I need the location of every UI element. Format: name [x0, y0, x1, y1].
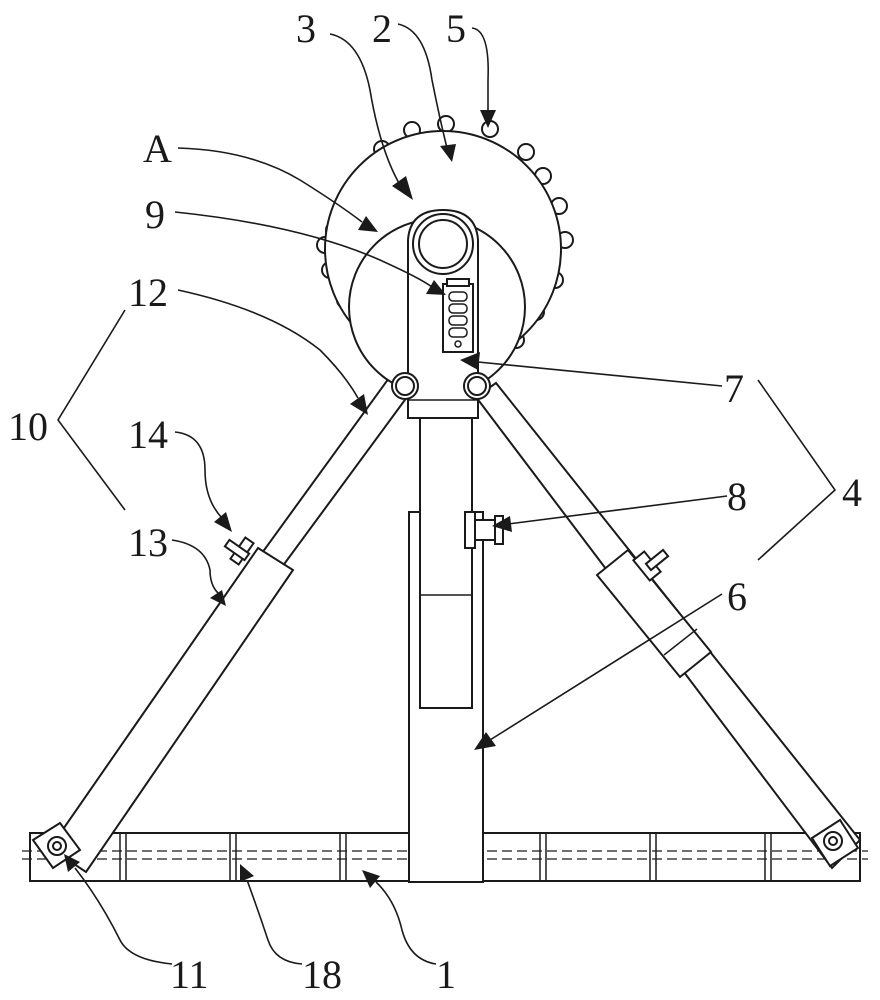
vertical-column	[408, 417, 484, 883]
label-12: 12	[128, 270, 168, 315]
label-6: 6	[727, 574, 747, 619]
label-5: 5	[446, 6, 466, 51]
leader-lines	[57, 23, 837, 965]
label-a: A	[143, 126, 172, 171]
label-8: 8	[727, 474, 747, 519]
label-4: 4	[842, 470, 862, 515]
clamp-screw	[464, 511, 504, 549]
label-1: 1	[436, 952, 456, 997]
label-3: 3	[296, 6, 316, 51]
right-brace	[474, 381, 862, 870]
label-13: 13	[128, 520, 168, 565]
left-brace	[31, 376, 412, 874]
label-2: 2	[372, 6, 392, 51]
label-10: 10	[8, 404, 48, 449]
label-7: 7	[724, 366, 744, 411]
label-11: 11	[170, 952, 209, 997]
support-arm	[391, 208, 491, 419]
part-labels: 3 2 5 A 9 12 10 14 13 7 8 4 6 11 18 1	[8, 6, 862, 997]
label-14: 14	[128, 412, 168, 457]
label-18: 18	[302, 952, 342, 997]
label-9: 9	[145, 192, 165, 237]
